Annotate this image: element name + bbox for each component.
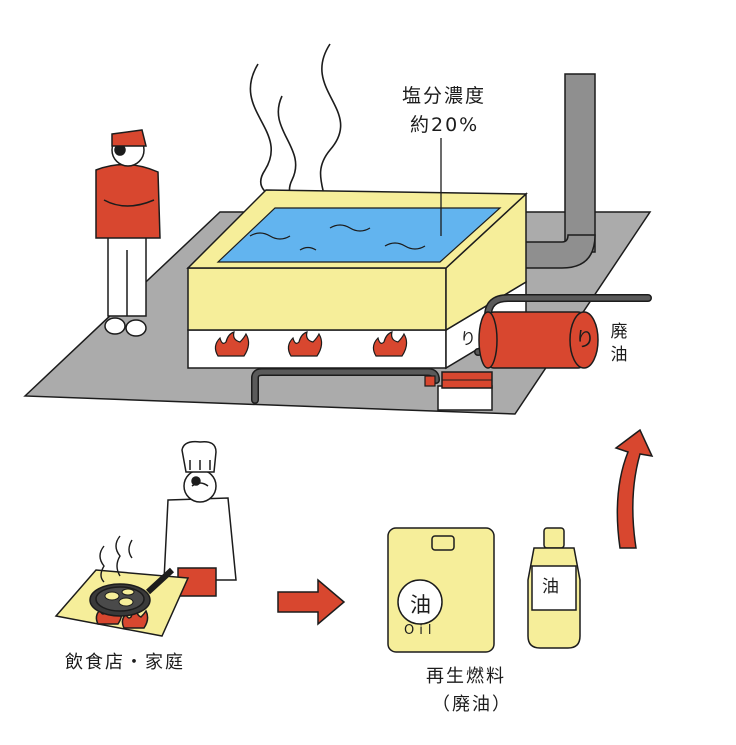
drum-mark: り xyxy=(575,327,595,351)
salt-water xyxy=(216,207,502,263)
oil-pump xyxy=(424,371,493,411)
worker xyxy=(95,129,161,337)
arrow-up-icon xyxy=(614,428,654,549)
chef xyxy=(163,440,237,597)
oil-bottle xyxy=(527,527,581,649)
cooking-board xyxy=(54,535,190,637)
can-oil-text: Oil xyxy=(404,623,437,638)
restaurant-home-label: 飲食店・家庭 xyxy=(65,652,185,673)
waste-oil-paren-label: （廃油） xyxy=(432,694,512,715)
waste-oil-label: 廃油 xyxy=(606,322,627,368)
arrow-right-icon xyxy=(277,578,346,626)
salt-percentage-label: 約20% xyxy=(410,114,480,136)
burner-mark: り xyxy=(460,329,477,348)
salt-concentration-label: 塩分濃度 xyxy=(402,85,487,107)
bottle-oil-mark: 油 xyxy=(542,577,559,597)
burner-flames xyxy=(214,331,408,357)
recycled-fuel-label: 再生燃料 xyxy=(426,666,506,687)
oil-can xyxy=(387,527,495,653)
can-oil-mark: 油 xyxy=(410,593,431,617)
waste-oil-drum xyxy=(478,311,599,369)
